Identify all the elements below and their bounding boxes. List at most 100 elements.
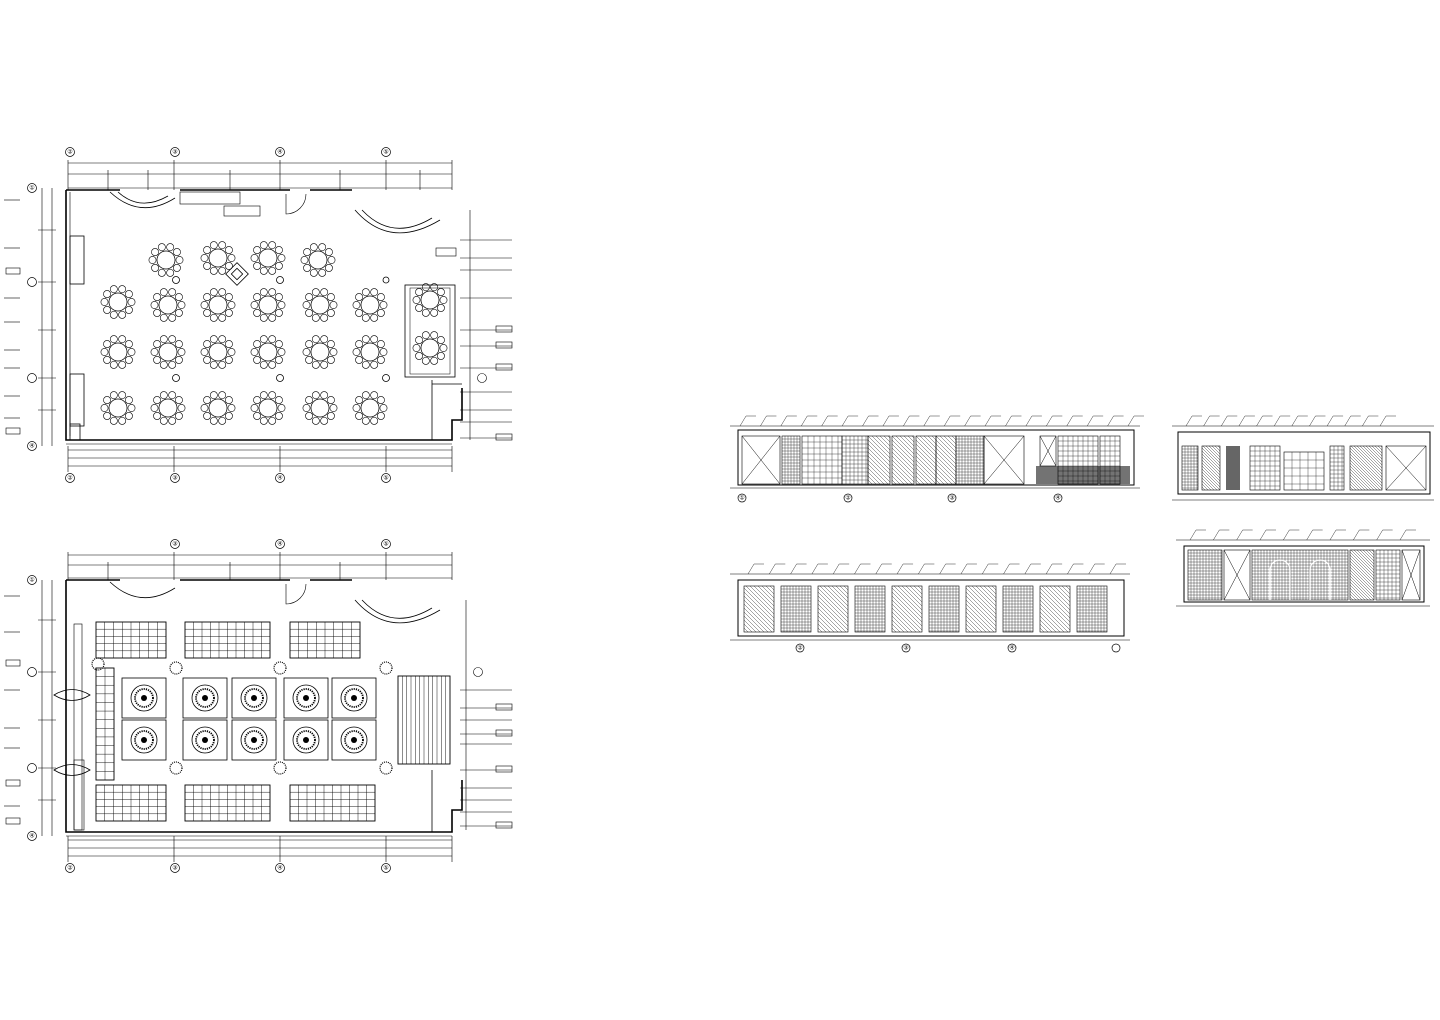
chair bbox=[421, 283, 430, 292]
chair bbox=[218, 391, 227, 400]
chair bbox=[200, 254, 209, 262]
chair bbox=[355, 396, 363, 404]
chair bbox=[329, 404, 338, 412]
lattice-panel bbox=[1349, 445, 1383, 491]
diag-line bbox=[867, 471, 881, 485]
chair bbox=[325, 248, 333, 256]
light-pattern bbox=[134, 688, 154, 708]
chair bbox=[203, 356, 211, 364]
chair bbox=[415, 352, 423, 360]
leader-line bbox=[1024, 563, 1031, 575]
dining-tables bbox=[100, 241, 448, 425]
chair bbox=[268, 335, 277, 344]
axis-label: ④ bbox=[277, 475, 282, 482]
diag-line bbox=[979, 585, 997, 603]
diag-line bbox=[817, 599, 849, 631]
chair bbox=[430, 283, 439, 292]
chair bbox=[352, 348, 361, 356]
diag-line bbox=[1349, 554, 1375, 580]
chair bbox=[275, 396, 283, 404]
tile-panel bbox=[1181, 445, 1199, 491]
diag-line bbox=[935, 439, 957, 461]
round-table bbox=[100, 335, 136, 369]
diag-line bbox=[1061, 585, 1071, 595]
diag-line bbox=[867, 439, 891, 463]
diag-line bbox=[743, 595, 775, 627]
diag-line bbox=[1349, 486, 1354, 491]
diag-line bbox=[1349, 468, 1372, 491]
leader-line bbox=[1213, 529, 1220, 541]
diag-line bbox=[935, 463, 957, 485]
chair bbox=[377, 356, 385, 364]
leader-line bbox=[1309, 415, 1316, 427]
chair bbox=[173, 248, 181, 256]
leader-line bbox=[801, 415, 808, 427]
lattice-panel bbox=[891, 435, 915, 485]
chair bbox=[118, 391, 127, 400]
coffer-light bbox=[121, 719, 167, 761]
table-top bbox=[420, 290, 440, 310]
round-table bbox=[250, 288, 286, 322]
leader-line bbox=[960, 563, 968, 575]
chair bbox=[302, 404, 311, 412]
chair bbox=[175, 309, 183, 317]
chair bbox=[259, 288, 268, 297]
diag-line bbox=[935, 455, 957, 477]
elevation-outline bbox=[1183, 545, 1425, 603]
leader-line bbox=[1088, 563, 1095, 575]
diag-line bbox=[915, 439, 937, 461]
round-table bbox=[412, 283, 448, 317]
diag-line bbox=[891, 459, 915, 483]
diag-line bbox=[1201, 483, 1209, 491]
chair bbox=[439, 296, 448, 304]
diag-line bbox=[1201, 465, 1221, 485]
chair bbox=[361, 335, 370, 344]
chair bbox=[430, 331, 439, 340]
plan1-top-dimension-lines bbox=[67, 160, 453, 190]
diag-line bbox=[965, 587, 997, 619]
chair bbox=[218, 416, 227, 425]
ceiling-slat-panel bbox=[397, 675, 451, 765]
light-center bbox=[303, 695, 309, 701]
chair bbox=[327, 396, 335, 404]
diag-line bbox=[743, 599, 775, 631]
coffer-light bbox=[121, 677, 167, 719]
diag-line bbox=[753, 585, 775, 607]
diag-line bbox=[891, 591, 923, 623]
diffuser bbox=[273, 661, 287, 675]
chair bbox=[103, 340, 111, 348]
chair bbox=[150, 404, 159, 412]
tile-panel bbox=[780, 585, 812, 633]
diag-line bbox=[935, 459, 957, 481]
diag-line bbox=[867, 467, 885, 485]
light-ring bbox=[292, 684, 320, 712]
diag-line bbox=[891, 479, 897, 485]
chair bbox=[305, 396, 313, 404]
diag-line bbox=[915, 475, 925, 485]
chair bbox=[437, 304, 445, 312]
diag-line bbox=[919, 435, 937, 453]
light-center bbox=[202, 737, 208, 743]
plan1-top-axis-markers: ② ③ ④ ⑤ bbox=[65, 147, 391, 157]
chair bbox=[355, 356, 363, 364]
leader-line bbox=[841, 415, 849, 427]
light-ring bbox=[340, 684, 368, 712]
table-top bbox=[258, 342, 278, 362]
chair bbox=[168, 288, 177, 297]
chair bbox=[379, 301, 388, 309]
round-table bbox=[150, 391, 186, 425]
diag-line bbox=[891, 443, 915, 467]
diag-line bbox=[1349, 566, 1375, 592]
round-table bbox=[352, 335, 388, 369]
diag-line bbox=[817, 603, 847, 633]
diffuser bbox=[169, 761, 183, 775]
diag-line bbox=[1349, 453, 1383, 487]
chair bbox=[166, 243, 175, 252]
plan1-columns bbox=[172, 262, 390, 382]
chair bbox=[209, 391, 218, 400]
chair bbox=[268, 266, 277, 275]
arch bbox=[1269, 559, 1291, 600]
leader-line bbox=[1005, 415, 1012, 427]
chair bbox=[127, 348, 136, 356]
ceiling-grid-left-strip bbox=[95, 667, 115, 781]
